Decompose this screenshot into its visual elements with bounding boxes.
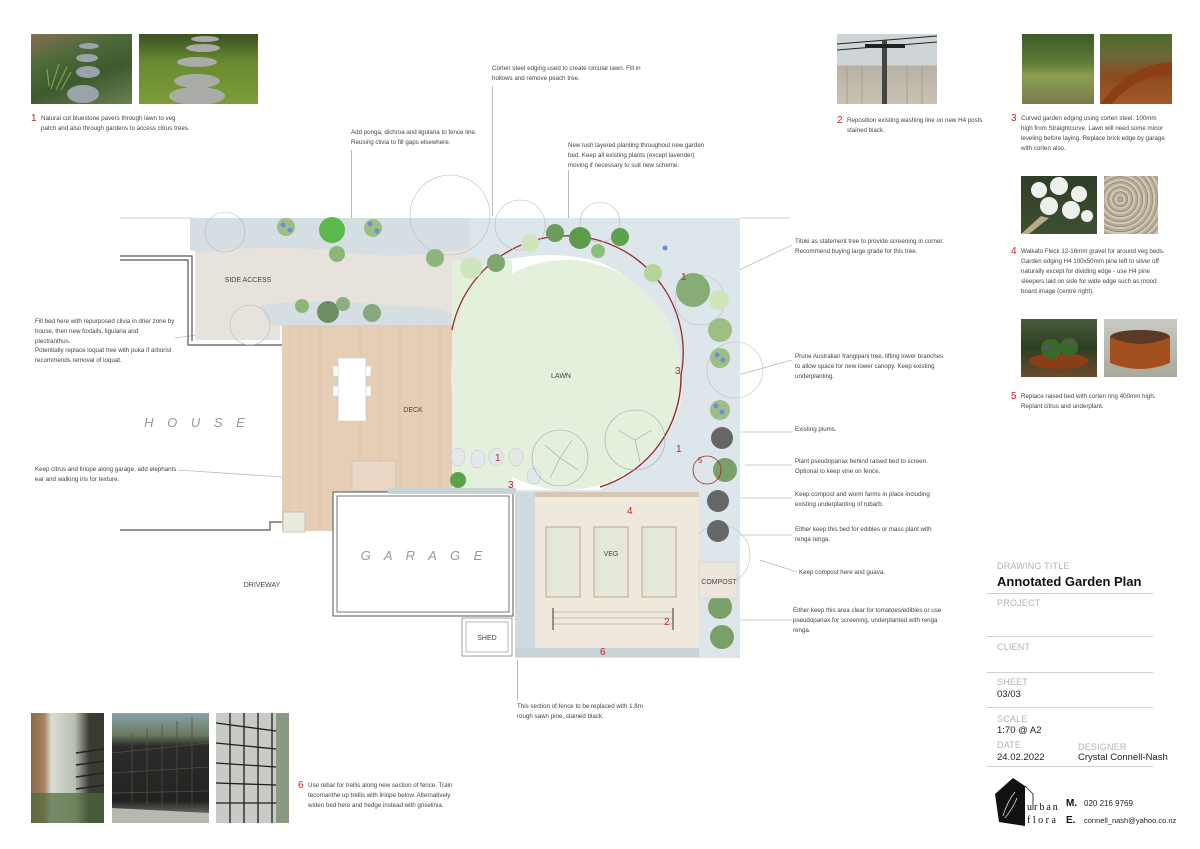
scale-label: SCALE xyxy=(997,714,1028,724)
designer-label: DESIGNER xyxy=(1078,742,1127,752)
photo-rebar-trellis-fence xyxy=(112,713,209,823)
email-value: connell_nash@yahoo.co.nz xyxy=(1084,816,1177,825)
driveway-label: DRIVEWAY xyxy=(244,582,281,589)
svg-text:1: 1 xyxy=(681,272,687,283)
svg-text:1: 1 xyxy=(495,453,501,464)
note-number: 2 xyxy=(837,115,843,126)
note-2-washing-line: 2 Reposition existing washing line on ne… xyxy=(837,115,983,135)
drawing-title-label: DRAWING TITLE xyxy=(997,561,1070,571)
note-corten-lawn-edging: Corten steel edging used to create circu… xyxy=(492,65,641,82)
client-label: CLIENT xyxy=(997,642,1031,652)
note-frangipani: Prune Australian frangipani tree, liftin… xyxy=(795,353,944,380)
note-titoki-tree: Titoki as statement tree to provide scre… xyxy=(795,238,944,255)
side-access-label: SIDE ACCESS xyxy=(225,277,272,284)
fence-bed xyxy=(515,648,699,657)
designer-value: Crystal Connell-Nash xyxy=(1078,752,1168,763)
hydrangea-shrubs xyxy=(280,221,726,415)
compost-bin xyxy=(698,561,738,599)
note-compost-guava: Keep compost here and guava. xyxy=(799,569,885,576)
date-value: 24.02.2022 xyxy=(997,752,1045,763)
note-tomatoes-area: Either keep this area clear for tomatoes… xyxy=(793,607,942,634)
note-3-curved-edging: 3 Curved garden edging using corten stee… xyxy=(1011,113,1165,153)
scale-value: 1:70 @ A2 xyxy=(997,725,1042,736)
svg-text:3: 3 xyxy=(675,366,681,377)
deck-label: DECK xyxy=(403,407,423,414)
planter-box xyxy=(282,511,306,533)
garage-label: G A R A G E xyxy=(361,548,488,563)
sheet-label: SHEET xyxy=(997,677,1029,687)
veg-label: VEG xyxy=(604,551,619,558)
note-6-rebar-trellis: 6 Use rebar for trellis along new sectio… xyxy=(298,780,453,810)
step xyxy=(351,460,397,492)
urban-flora-logo-icon xyxy=(995,778,1034,826)
mobile-label: M. xyxy=(1066,798,1078,809)
leader-line xyxy=(568,170,569,225)
note-number: 4 xyxy=(1011,246,1017,257)
note-existing-plums: Existing plums. xyxy=(795,426,837,433)
lawn-label-2: LAWN xyxy=(551,373,571,380)
drawing-title: Annotated Garden Plan xyxy=(997,574,1142,589)
compost-label: COMPOST xyxy=(701,579,737,586)
mobile-value: 020 216 9769 xyxy=(1084,799,1133,808)
sheet-value: 03/03 xyxy=(997,689,1021,700)
note-5-corten-ring: 5 Replace raised bed with corten ring 40… xyxy=(1011,391,1156,411)
svg-text:4: 4 xyxy=(627,506,633,517)
svg-text:1: 1 xyxy=(676,444,682,455)
note-edibles-bed: Either keep this bed for edibles or mass… xyxy=(795,526,932,543)
svg-text:6: 6 xyxy=(600,647,606,658)
photo-corten-edging-bed xyxy=(1100,34,1172,104)
house-label: H O U S E xyxy=(144,415,250,430)
photo-raised-bed-planting xyxy=(1021,319,1097,377)
photo-rebar-trellis-wall xyxy=(216,713,289,823)
divider xyxy=(987,766,1153,767)
note-number: 3 xyxy=(1011,113,1017,124)
note-lush-planting: New lush layered planting throughout new… xyxy=(568,142,705,169)
logo-text-urban: urban xyxy=(1027,802,1060,813)
photo-white-hydrangea-sleepers xyxy=(1021,176,1097,234)
planting-bed-side xyxy=(260,301,460,326)
svg-text:5: 5 xyxy=(698,456,703,465)
email-label: E. xyxy=(1066,815,1076,826)
veg-raised-beds xyxy=(545,526,677,598)
logo-text-flora: flora xyxy=(1027,815,1059,826)
note-pseudopanax: Plant pseudopanax behind raised bed to s… xyxy=(795,458,928,475)
note-compost-worm-farms: Keep compost and worm farms in place inc… xyxy=(795,491,930,508)
photo-rebar-trellis-side xyxy=(31,713,104,823)
project-label: PROJECT xyxy=(997,598,1041,608)
leader-line xyxy=(492,86,493,216)
shed-label: SHED xyxy=(477,635,496,642)
divider xyxy=(987,707,1153,708)
dining-chairs xyxy=(332,365,372,397)
corten-ring-bed xyxy=(692,455,722,485)
svg-text:3: 3 xyxy=(508,480,514,491)
note-1-bluestone-pavers: 1 Natural cut bluestone pavers through l… xyxy=(31,113,190,133)
leader-line xyxy=(517,660,518,700)
photo-gravel xyxy=(1104,176,1158,234)
note-fence-replacement: This section of fence to be replaced wit… xyxy=(517,703,643,720)
leader-line xyxy=(351,150,352,230)
note-number: 5 xyxy=(1011,391,1017,402)
note-fill-bed-clivia: Fill bed here with repurposed clivia in … xyxy=(35,318,175,345)
note-4-gravel: 4 Waikato Fleck 12-16mm gravel for aroun… xyxy=(1011,246,1165,296)
photo-corten-ring xyxy=(1104,319,1177,377)
svg-text:2: 2 xyxy=(664,617,670,628)
divider xyxy=(987,593,1153,594)
garage-bed xyxy=(388,488,516,494)
divider xyxy=(987,636,1153,637)
photo-bluestone-pavers-lawn xyxy=(139,34,258,104)
note-loquat-tree: Potentially replace loquat tree with puk… xyxy=(35,347,172,364)
date-label: DATE xyxy=(997,740,1022,750)
note-ponga-fence-line: Add ponga, dichroa and ligularia to fenc… xyxy=(351,129,477,146)
photo-corten-edging-lawn xyxy=(1022,34,1094,104)
plan-markers: 1 1 1 2 3 3 4 5 6 xyxy=(495,272,703,658)
photo-bluestone-pavers-garden xyxy=(31,34,132,104)
note-citrus-liriope: Keep citrus and liriope along garage, ad… xyxy=(35,466,177,483)
dining-table xyxy=(337,357,367,422)
veg-side-bed xyxy=(515,492,535,656)
washing-line xyxy=(552,608,674,630)
note-number: 1 xyxy=(31,113,37,124)
photo-washing-line xyxy=(837,34,937,104)
divider xyxy=(987,672,1153,673)
note-number: 6 xyxy=(298,780,304,791)
